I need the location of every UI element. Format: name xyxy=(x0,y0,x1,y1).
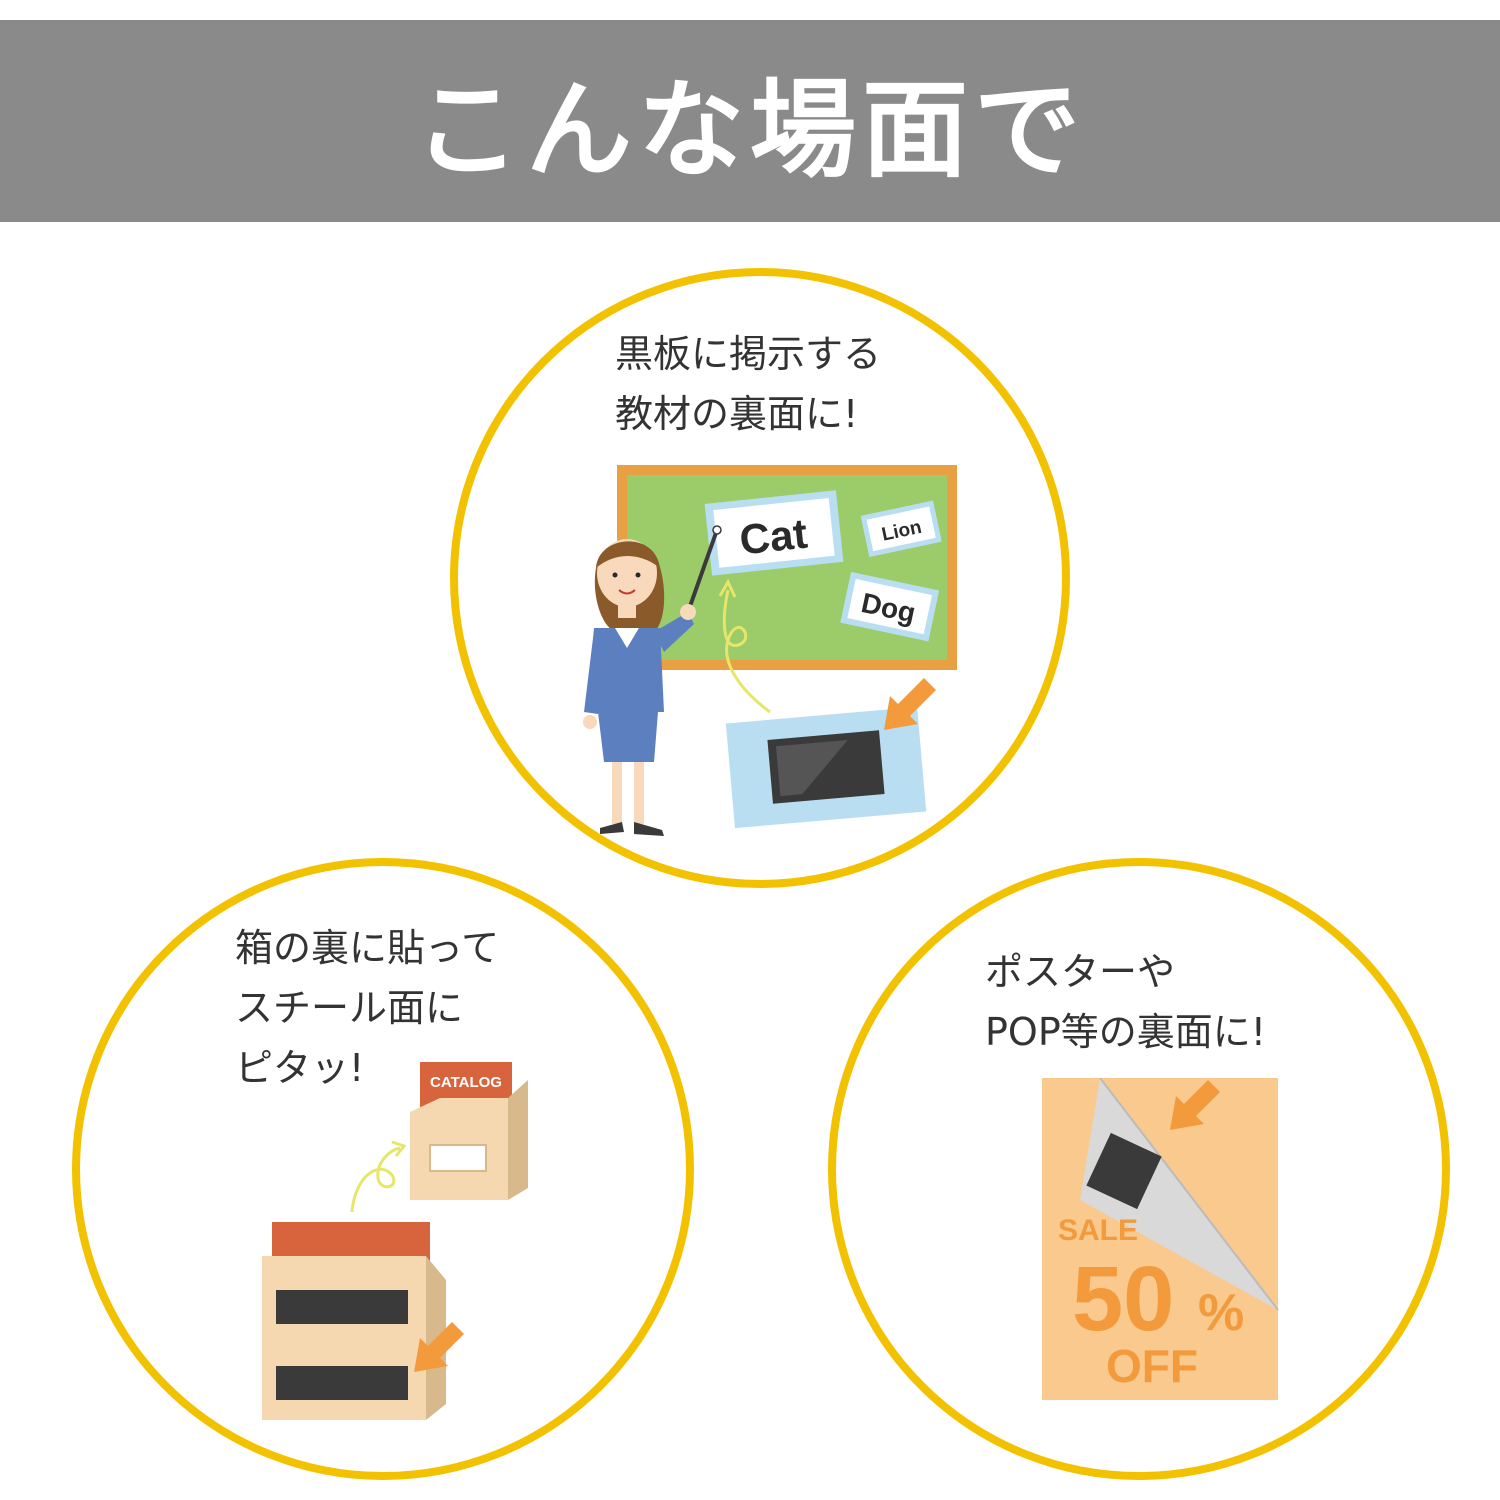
pointer-stick xyxy=(686,529,719,613)
caption-line: 箱の裏に貼って xyxy=(235,926,500,970)
teacher-figure xyxy=(583,539,696,836)
percent-value: 50 xyxy=(1072,1248,1174,1350)
caption-line: ピタッ! xyxy=(235,1046,365,1090)
box-illustration: CATALOG xyxy=(262,1062,528,1420)
off-text: OFF xyxy=(1106,1340,1198,1392)
poster-peel xyxy=(1080,1078,1278,1310)
caption-line: 教材の裏面に! xyxy=(615,392,859,436)
caption-poster: ポスターや POP等の裏面に! xyxy=(985,942,1266,1062)
connector-curl-box xyxy=(350,1146,401,1213)
header-bar: こんな場面で xyxy=(0,20,1500,222)
caption-blackboard: 黒板に掲示する 教材の裏面に! xyxy=(615,324,881,444)
caption-line: 黒板に掲示する xyxy=(615,332,882,376)
card-cat: Cat xyxy=(704,490,844,576)
card-back-magnet xyxy=(725,706,927,829)
arrow-poster xyxy=(1170,1080,1220,1130)
catalog-label: CATALOG xyxy=(430,1074,502,1091)
caption-line: ポスターや xyxy=(985,950,1176,994)
caption-box: 箱の裏に貼って スチール面に ピタッ! xyxy=(235,918,499,1098)
card-lion: Lion xyxy=(860,500,942,558)
connector-curl xyxy=(722,589,771,714)
header-title: こんな場面で xyxy=(414,69,1086,192)
poster-illustration: SALE 50 % OFF xyxy=(1042,1077,1279,1400)
arrow-box xyxy=(414,1322,464,1372)
sale-text: SALE xyxy=(1058,1214,1138,1247)
caption-line: スチール面に xyxy=(235,986,464,1030)
percent-sign: % xyxy=(1198,1284,1244,1342)
card-cat-text: Cat xyxy=(737,510,809,564)
card-dog: Dog xyxy=(840,571,940,642)
blackboard-illustration: Cat Lion Dog xyxy=(583,465,957,836)
arrow-blackboard xyxy=(884,678,936,730)
caption-line: POP等の裏面に! xyxy=(985,1010,1266,1054)
magnet-strip xyxy=(276,1290,408,1324)
magnet-strip xyxy=(276,1366,408,1400)
